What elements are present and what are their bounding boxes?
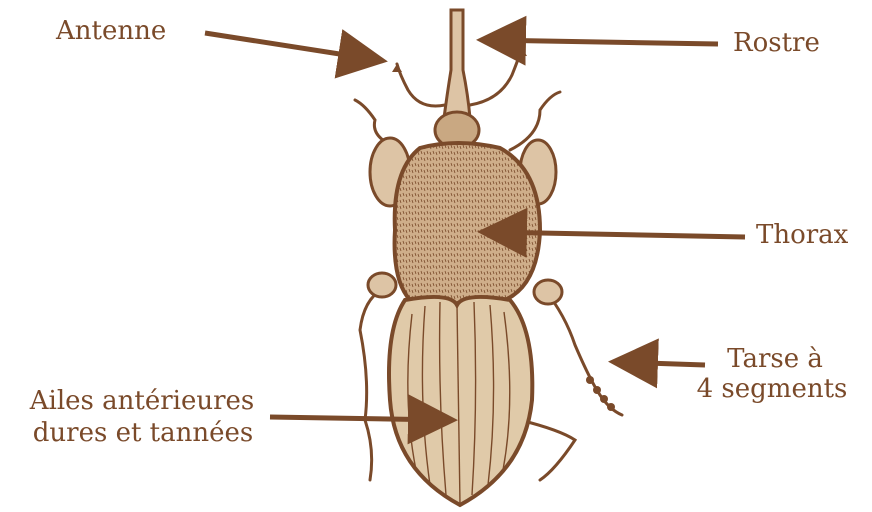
label-rostre: Rostre <box>733 28 820 58</box>
rostrum <box>444 10 470 118</box>
hind-right-leg <box>520 420 575 480</box>
mid-right-leg <box>545 290 622 415</box>
arrow-ailes <box>270 417 448 420</box>
antenna-club-left <box>392 64 402 72</box>
right-hind-coxa <box>534 280 562 304</box>
label-ailes-line2: dures et tannées <box>12 418 274 448</box>
antenna-club-right <box>516 48 527 56</box>
label-ailes-line1: Ailes antérieures <box>6 386 278 416</box>
thorax <box>395 143 540 308</box>
label-antenne: Antenne <box>56 16 166 46</box>
arrow-rostre <box>486 40 718 44</box>
arrow-antenne <box>205 33 378 60</box>
label-thorax: Thorax <box>756 220 848 250</box>
left-hind-coxa <box>368 273 396 297</box>
label-tarse-line1: Tarse à <box>690 344 860 374</box>
label-tarse-line2: 4 segments <box>684 374 860 404</box>
